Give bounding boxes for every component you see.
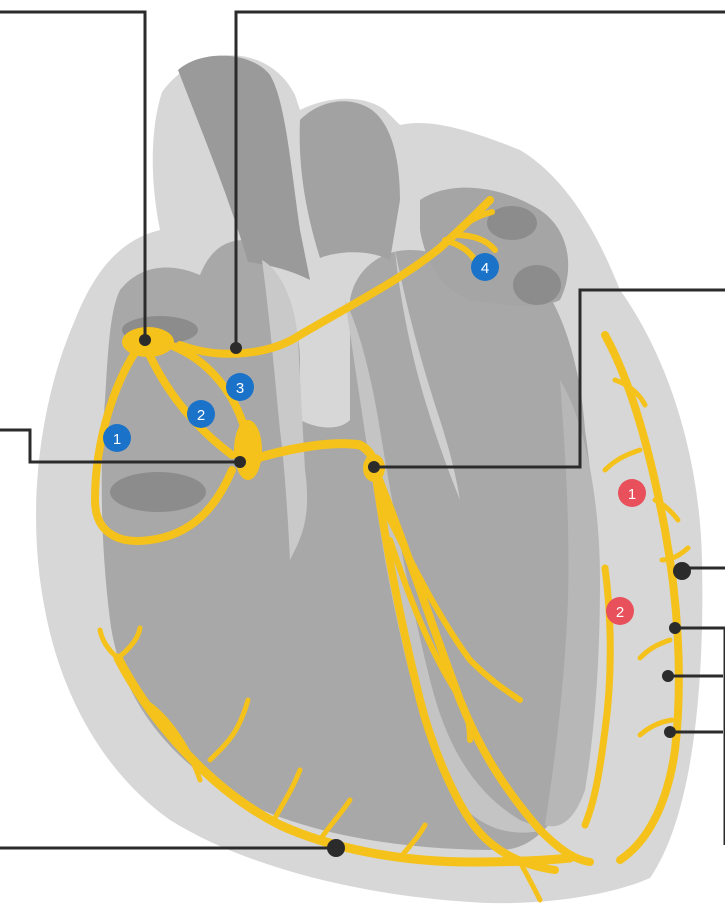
purkinje-left-branch-4 — [317, 797, 353, 843]
leader-lines — [0, 10, 725, 850]
leader-dot-purkinje-left — [327, 839, 345, 857]
badge-red-1-label: 1 — [628, 486, 636, 503]
badge-blue-1-label: 1 — [113, 431, 121, 448]
aorta — [178, 55, 310, 280]
leader-dots — [139, 334, 691, 857]
badge-blue-3: 3 — [226, 373, 254, 401]
purkinje-left-branch-1 — [147, 702, 203, 783]
internodal-tract-3 — [166, 341, 249, 434]
leader-internodal — [234, 10, 725, 348]
bundle-branch-c — [377, 497, 523, 703]
leader-dot-internodal — [230, 342, 242, 354]
leader-his-bundle — [374, 288, 725, 469]
pulmonary-vein-1 — [487, 206, 537, 240]
leader-dot-av — [234, 456, 246, 468]
leader-dot-group-2 — [662, 670, 674, 682]
purkinje-right-branch-6 — [637, 717, 675, 738]
purkinje-left-branch-7 — [97, 627, 121, 661]
right-atrium-cavity — [110, 472, 206, 512]
purkinje-right-branch-4 — [659, 545, 691, 563]
pulmonary-trunk — [299, 101, 400, 260]
purkinje-right-branch-5 — [637, 637, 673, 661]
purkinje-right-branch-1 — [612, 377, 648, 408]
badge-red-2: 2 — [606, 597, 634, 625]
internodal-tract-1 — [91, 341, 236, 545]
bundle-branch-d — [387, 537, 473, 743]
bundle-branch-a — [371, 466, 559, 874]
badge-blue-1: 1 — [103, 424, 131, 452]
av-node — [234, 420, 262, 480]
purkinje-left-branch-6 — [517, 859, 543, 903]
leader-dot-sa — [139, 334, 151, 346]
leader-sa-node — [0, 10, 147, 340]
badge-blue-4: 4 — [471, 253, 499, 281]
purkinje-left-branch-3 — [272, 767, 303, 821]
purkinje-left-branch-2 — [207, 697, 251, 763]
purkinje-right-main — [601, 331, 683, 864]
conduction-system — [91, 196, 691, 903]
bachmann-branch-b — [452, 232, 498, 253]
leader-purkinje-group — [668, 626, 725, 845]
leader-dot-his — [368, 461, 380, 473]
purkinje-left-branch-5 — [397, 822, 428, 861]
purkinje-left-branch-8 — [115, 625, 143, 661]
badge-blue-3-label: 3 — [236, 380, 244, 397]
purkinje-right-branch-2 — [602, 447, 643, 473]
badge-blue-2-label: 2 — [197, 407, 205, 424]
leader-dot-group-3 — [664, 726, 676, 738]
leader-dot-purkinje-right — [673, 562, 691, 580]
purkinje-right-branch-3 — [652, 497, 681, 523]
leader-av-node — [0, 428, 240, 464]
badge-red-1: 1 — [618, 479, 646, 507]
badge-red-2-label: 2 — [616, 604, 624, 621]
leader-dot-group-1 — [669, 622, 681, 634]
pulmonary-vein-2 — [513, 265, 561, 305]
left-ventricle-wall — [545, 380, 600, 827]
badge-blue-2: 2 — [187, 400, 215, 428]
bachmann-branch-c — [457, 209, 495, 231]
badge-blue-4-label: 4 — [481, 260, 489, 277]
septum-sliver — [395, 250, 460, 500]
